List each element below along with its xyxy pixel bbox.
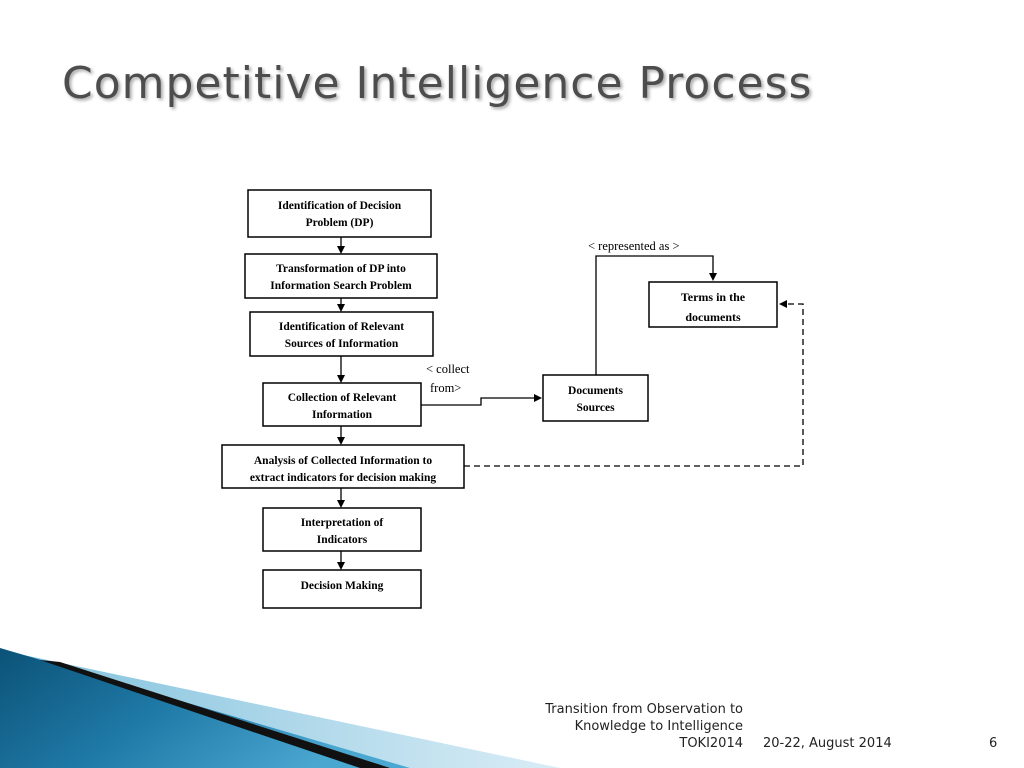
node-terms-in-documents: Terms in the documents	[648, 281, 778, 328]
footer-conference-line3: TOKI2014	[679, 736, 743, 751]
slide-number: 6	[989, 736, 998, 751]
svg-text:Analysis of Collected Informat: Analysis of Collected Information to	[254, 455, 432, 467]
svg-text:Interpretation of: Interpretation of	[301, 517, 384, 529]
node-decision-making: Decision Making	[262, 569, 422, 609]
footer-conference-line2: Knowledge to Intelligence	[574, 719, 743, 734]
svg-text:Documents: Documents	[568, 385, 623, 397]
represented-as-label: < represented as >	[588, 239, 680, 253]
node-transformation: Transformation of DP into Information Se…	[244, 253, 438, 299]
svg-text:Transformation of DP into: Transformation of DP into	[276, 263, 406, 275]
svg-text:Sources of Information: Sources of Information	[285, 338, 399, 350]
svg-text:Identification of Relevant: Identification of Relevant	[279, 321, 404, 333]
node-analysis: Analysis of Collected Information to ext…	[221, 444, 465, 489]
svg-text:documents: documents	[685, 310, 741, 324]
collect-from-label-line1: < collect	[426, 362, 470, 376]
svg-text:Indicators: Indicators	[317, 534, 368, 546]
svg-text:Collection of Relevant: Collection of Relevant	[288, 392, 397, 404]
collect-from-arrow	[421, 394, 542, 406]
svg-text:Information Search Problem: Information Search Problem	[270, 280, 412, 292]
node-documents-sources: Documents Sources	[542, 374, 649, 422]
svg-text:Terms in the: Terms in the	[681, 290, 746, 304]
collect-from-label-line2: from>	[430, 381, 461, 395]
node-identification-decision-problem: Identification of Decision Problem (DP)	[247, 189, 432, 238]
flow-arrows	[337, 237, 345, 570]
node-collection: Collection of Relevant Information	[262, 382, 422, 427]
node-interpretation: Interpretation of Indicators	[262, 507, 422, 552]
represented-as-arrow	[595, 255, 717, 375]
decorative-swoosh	[0, 648, 560, 768]
svg-text:Sources: Sources	[576, 402, 615, 414]
svg-text:Identification of Decision: Identification of Decision	[278, 200, 402, 212]
footer-conference-line1: Transition from Observation to	[545, 702, 743, 717]
svg-text:Information: Information	[312, 409, 373, 421]
footer-date: 20-22, August 2014	[763, 736, 892, 751]
analysis-to-terms-dashed-arrow	[464, 300, 804, 467]
node-identification-sources: Identification of Relevant Sources of In…	[249, 311, 434, 357]
svg-text:Decision Making: Decision Making	[301, 580, 384, 592]
svg-text:Problem (DP): Problem (DP)	[306, 217, 374, 229]
slide-title: Competitive Intelligence Process	[62, 58, 813, 109]
svg-text:extract indicators for decisio: extract indicators for decision making	[250, 472, 437, 484]
